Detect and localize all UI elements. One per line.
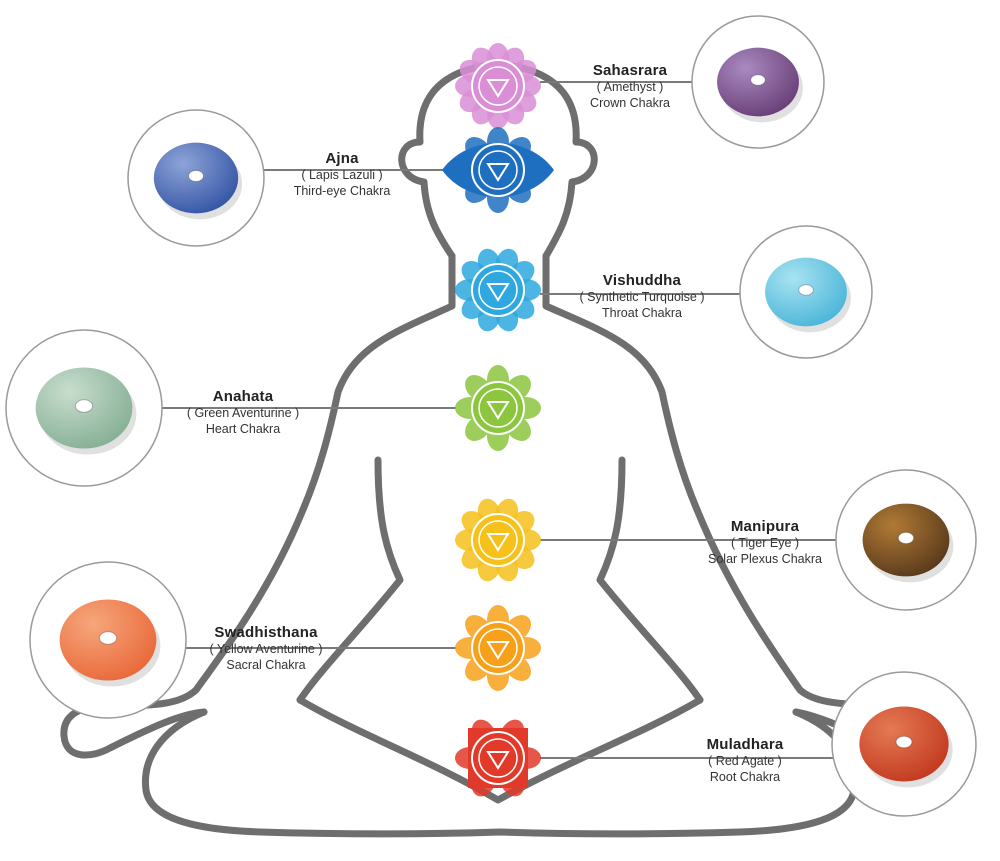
label-muladhara: Muladhara ( Red Agate ) Root Chakra <box>680 736 810 785</box>
stone-circles <box>5 15 977 817</box>
stone-name: ( Red Agate ) <box>708 754 782 768</box>
chakra-name: Vishuddha <box>602 272 682 289</box>
stone-circle-anahata <box>5 329 163 487</box>
stone-name: ( Synthetic Turquoise ) <box>579 290 705 304</box>
label-ajna: Ajna ( Lapis Lazuli ) Third-eye Chakra <box>272 150 412 199</box>
chakra-type: Third-eye Chakra <box>293 184 391 198</box>
label-swadhisthana: Swadhisthana ( Yellow Aventurine ) Sacra… <box>186 624 346 673</box>
lotus-ram-manipura-icon <box>455 498 541 582</box>
stone-circle-manipura <box>835 469 977 611</box>
stone-name: ( Lapis Lazuli ) <box>301 168 383 182</box>
body-outline <box>60 60 938 838</box>
chakra-type: Crown Chakra <box>590 96 670 110</box>
label-sahasrara: Sahasrara ( Amethyst ) Crown Chakra <box>560 62 700 111</box>
label-anahata: Anahata ( Green Aventurine ) Heart Chakr… <box>168 388 318 437</box>
label-vishuddha: Vishuddha ( Synthetic Turquoise ) Throat… <box>562 272 722 321</box>
lotus-ham-vishuddha-icon <box>455 248 541 332</box>
lotus-vam-swadhisthana-icon <box>455 605 541 691</box>
chakra-type: Sacral Chakra <box>226 658 306 672</box>
stone-circle-vishuddha <box>739 225 873 359</box>
connector-lines <box>162 81 836 759</box>
stone-circle-sahasrara <box>691 15 825 149</box>
stone-name: ( Amethyst ) <box>596 80 664 94</box>
chakra-name: Sahasrara <box>592 62 668 79</box>
lap-outline <box>296 696 704 804</box>
stone-name: ( Tiger Eye ) <box>730 536 800 550</box>
chakra-name: Muladhara <box>706 736 784 753</box>
stone-name: ( Green Aventurine ) <box>186 406 300 420</box>
chakra-name: Swadhisthana <box>214 624 318 641</box>
lotus-yam-anahata-icon <box>455 365 541 451</box>
inner-arms-outline <box>296 456 704 704</box>
stone-circle-muladhara <box>831 671 977 817</box>
stone-circle-ajna <box>127 109 265 247</box>
chakra-type: Root Chakra <box>709 770 781 784</box>
stone-name: ( Yellow Aventurine ) <box>209 642 323 656</box>
chakra-type: Heart Chakra <box>205 422 281 436</box>
chakra-symbols <box>442 43 554 797</box>
chakra-name: Ajna <box>325 150 359 167</box>
chakra-name: Anahata <box>212 388 274 405</box>
chakra-type: Solar Plexus Chakra <box>708 552 822 566</box>
lotus-lam-muladhara-icon <box>455 719 541 797</box>
chakra-type: Throat Chakra <box>602 306 682 320</box>
stone-circle-swadhisthana <box>29 561 187 719</box>
lotus-om-ajna-icon <box>442 127 554 213</box>
label-manipura: Manipura ( Tiger Eye ) Solar Plexus Chak… <box>690 518 840 567</box>
chakra-name: Manipura <box>730 518 800 535</box>
legs-outline <box>141 708 859 838</box>
lotus-om-sahasrara-icon <box>455 43 541 129</box>
